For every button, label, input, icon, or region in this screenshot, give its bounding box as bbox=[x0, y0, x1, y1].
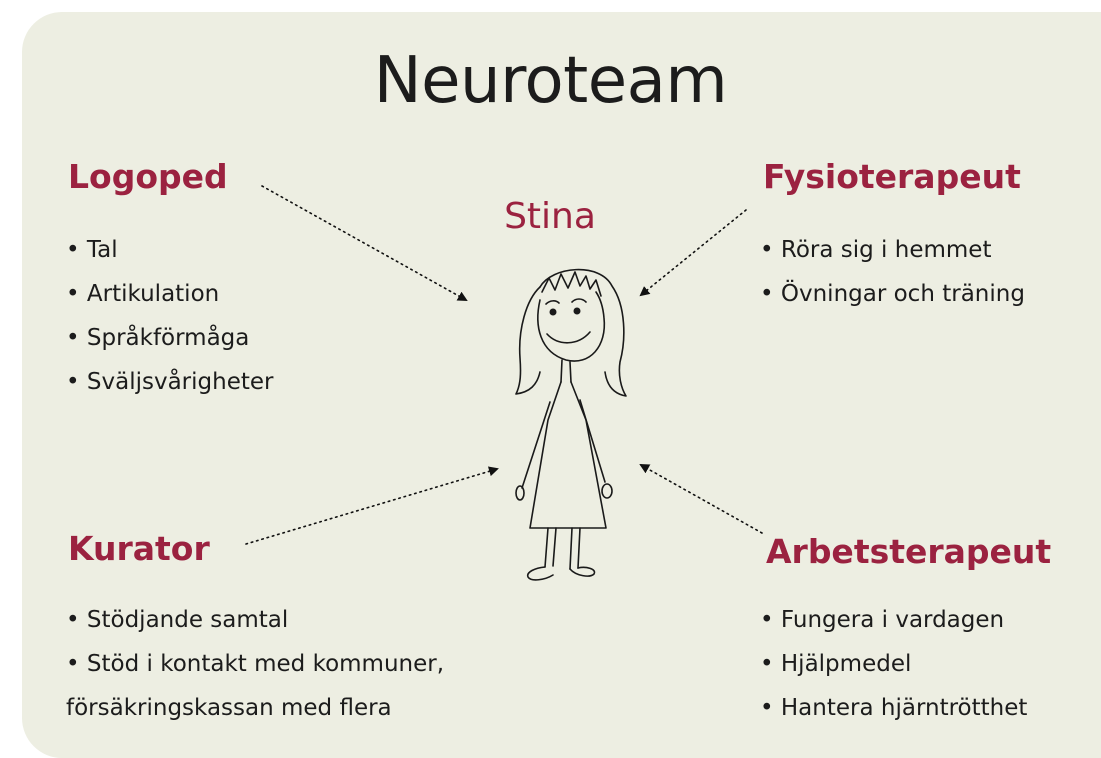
arrow-arbetsterapeut bbox=[641, 465, 762, 533]
arrow-logoped bbox=[262, 186, 466, 300]
arrow-fysioterapeut bbox=[641, 210, 746, 295]
arrow-kurator bbox=[246, 469, 497, 544]
eyes bbox=[550, 308, 581, 316]
stick-figure-illustration bbox=[516, 270, 626, 580]
